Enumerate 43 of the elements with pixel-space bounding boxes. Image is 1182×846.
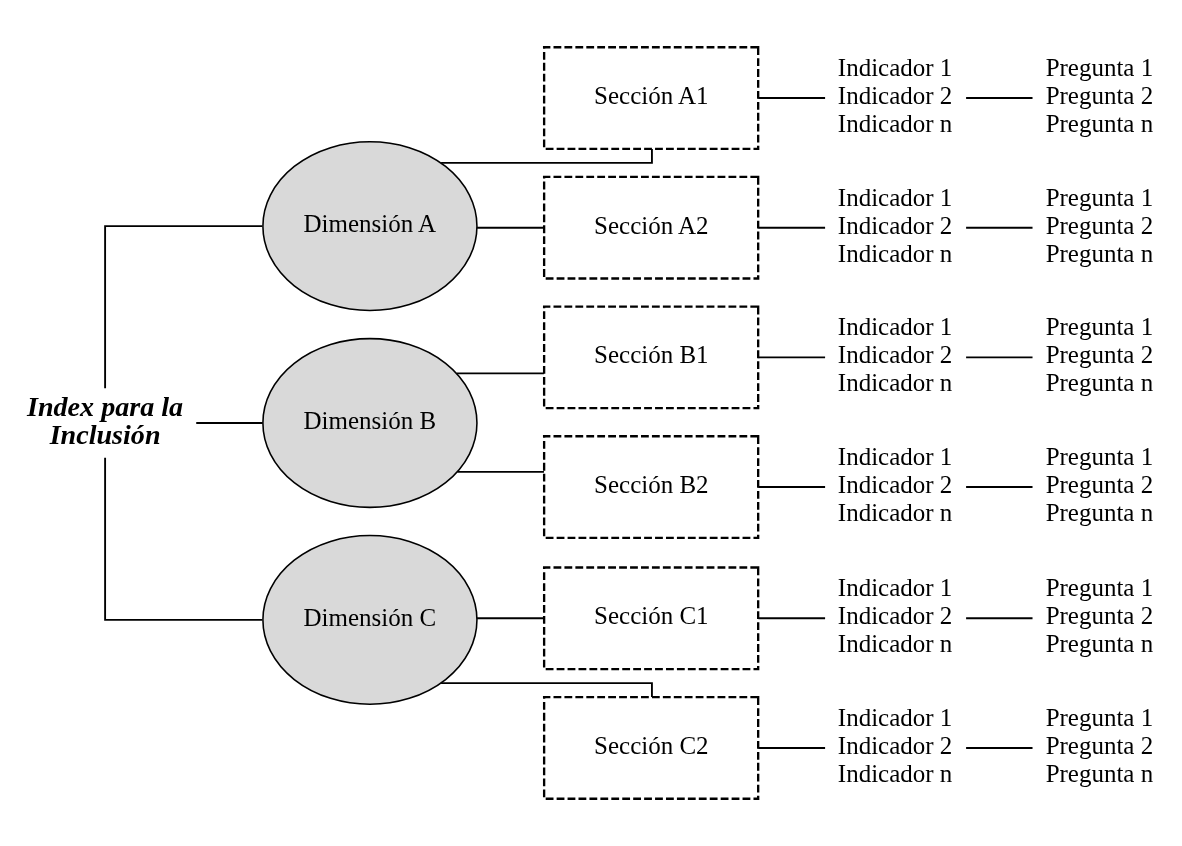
node-box: Sección A2	[542, 175, 760, 280]
connector	[104, 225, 264, 390]
node-box: Sección B1	[542, 305, 760, 410]
connector	[757, 226, 827, 229]
connector	[456, 470, 545, 473]
node-text: Pregunta 1 Pregunta 2 Pregunta n	[1045, 53, 1154, 138]
connector	[757, 356, 827, 359]
node-ellipse: Dimensión C	[262, 534, 478, 705]
node-text: Pregunta 1 Pregunta 2 Pregunta n	[1045, 183, 1154, 267]
connector	[757, 747, 827, 749]
connector	[965, 617, 1034, 620]
node-ellipse: Dimensión A	[262, 141, 478, 312]
connector	[440, 682, 653, 698]
node-text: Indicador 1 Indicador 2 Indicador n	[837, 574, 953, 658]
node-ellipse: Dimensión B	[262, 337, 478, 509]
connector	[455, 372, 545, 375]
node-text: Pregunta 1 Pregunta 2 Pregunta n	[1045, 574, 1154, 658]
node-box: Sección A1	[542, 46, 760, 150]
node-text: Indicador 1 Indicador 2 Indicador n	[837, 53, 953, 138]
connector	[965, 97, 1034, 99]
node-text: Indicador 1 Indicador 2 Indicador n	[837, 442, 953, 527]
connector	[757, 486, 827, 488]
node-text: Index para la Inclusión	[26, 390, 184, 450]
node-text: Pregunta 1 Pregunta 2 Pregunta n	[1045, 442, 1154, 527]
connector	[965, 747, 1034, 749]
node-text: Pregunta 1 Pregunta 2 Pregunta n	[1045, 703, 1154, 788]
connector	[965, 226, 1034, 229]
connector	[965, 356, 1034, 359]
connector	[440, 148, 653, 164]
node-text: Indicador 1 Indicador 2 Indicador n	[837, 183, 953, 267]
node-box: Sección B2	[542, 435, 760, 539]
connector	[104, 456, 264, 621]
node-box: Sección C2	[542, 696, 760, 800]
node-text: Indicador 1 Indicador 2 Indicador n	[837, 313, 953, 397]
connector	[757, 97, 827, 99]
connector	[195, 422, 264, 424]
connector	[965, 486, 1034, 488]
node-box: Sección C1	[542, 566, 760, 671]
node-text: Pregunta 1 Pregunta 2 Pregunta n	[1045, 313, 1154, 397]
node-text: Indicador 1 Indicador 2 Indicador n	[837, 703, 953, 788]
connector	[476, 617, 545, 620]
connector	[476, 226, 545, 229]
connector	[757, 617, 827, 620]
